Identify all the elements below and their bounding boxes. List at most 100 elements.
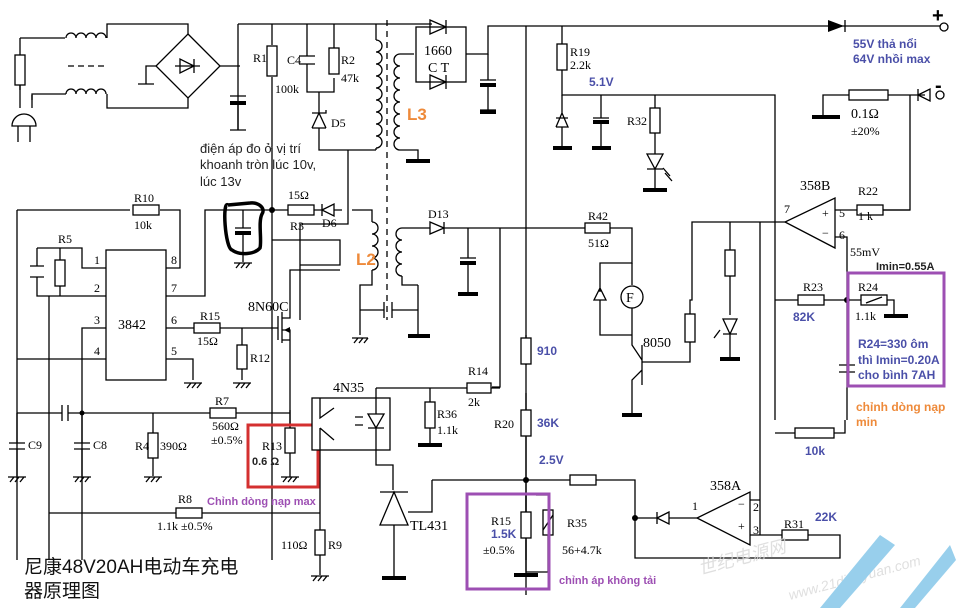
- fuse: [14, 54, 26, 86]
- R13-resistor: [284, 427, 296, 454]
- title-line2: 器原理图: [24, 581, 100, 602]
- 358A-label: 358A: [710, 479, 742, 494]
- pin-8: 8: [171, 253, 177, 267]
- positive-terminal[interactable]: [939, 22, 949, 32]
- 358A-minus: −: [738, 497, 745, 511]
- opamp-358A-triangle: [695, 490, 751, 547]
- R7-value: 560Ω: [212, 419, 239, 433]
- secondary-L3: [393, 19, 940, 560]
- R20-resistor: [520, 409, 532, 437]
- pin-7: 7: [171, 281, 177, 295]
- component-labels: R1 100k C4 R2 47k D5 1660 C T R19 2.2k R…: [28, 44, 880, 557]
- led-icon: [645, 153, 673, 188]
- ac-input-section: [11, 23, 432, 142]
- dual-diode-1660ct: [415, 26, 467, 83]
- R42-resistor: [584, 222, 611, 234]
- R9-value: 110Ω: [281, 538, 308, 552]
- choke-coil-top: [65, 32, 107, 39]
- R12-resistor: [236, 344, 248, 370]
- measure-note-line1: điện áp đo ở vị trí: [200, 141, 301, 156]
- R19-resistor: [556, 43, 568, 71]
- R3-resistor: [287, 204, 315, 216]
- R35-label: R35: [567, 516, 587, 530]
- voltage-2v5: 2.5V: [539, 453, 564, 467]
- R36-value: 1.1k: [437, 423, 458, 437]
- R1-label: R1: [253, 51, 267, 65]
- R4-resistor: [147, 432, 159, 459]
- opamp-358B-triangle: [783, 196, 836, 250]
- output-negative: [812, 87, 945, 211]
- ground-icons: [8, 476, 329, 582]
- R2-label: R2: [341, 53, 355, 67]
- output-plus-sign: +: [932, 5, 944, 27]
- R8-label: R8: [178, 492, 192, 506]
- no-load-highlight-box: [465, 492, 551, 591]
- min-current-note-line1: chỉnh dòng nạp: [856, 400, 945, 414]
- R14-value: 2k: [468, 395, 480, 409]
- 358B-pin6: 6: [839, 228, 845, 242]
- R12-label: R12: [250, 351, 270, 365]
- net-labels: L3 L2 5.1V 2.5V 55mV Imin=0.55A + -: [356, 5, 944, 467]
- 358B-label: 358B: [800, 179, 830, 194]
- R1-resistor: [266, 45, 278, 77]
- pin-3: 3: [94, 313, 100, 327]
- aux-winding-L2: [277, 209, 526, 430]
- led-icon: [713, 318, 739, 358]
- R42-value: 51Ω: [588, 236, 609, 250]
- vcc-cap-section: [223, 201, 360, 269]
- 358A-pin2: 2: [753, 500, 759, 514]
- R31-value: 22K: [815, 510, 837, 524]
- C9-label: C9: [28, 438, 42, 452]
- R10-resistor: [132, 204, 160, 216]
- 1660ct-label: 1660: [424, 44, 452, 59]
- ac-plug-icon: [11, 113, 37, 127]
- bridge-rectifier: [155, 33, 221, 99]
- R22-label: R22: [858, 184, 878, 198]
- R42-label: R42: [588, 209, 608, 223]
- R22-resistor: [856, 204, 884, 216]
- R2-value: 47k: [341, 71, 359, 85]
- 1660ct-sublabel: C T: [428, 61, 450, 76]
- R15b-tolerance: ±0.5%: [483, 543, 515, 557]
- max-current-note: Chỉnh dòng nạp max: [207, 496, 317, 508]
- R15-resistor: [520, 511, 532, 539]
- R4-value: 390Ω: [160, 439, 187, 453]
- max-current-highlight-box: [246, 423, 320, 489]
- R10-value: 10k: [134, 218, 152, 232]
- R10k-value: 10k: [805, 444, 825, 458]
- output-minus-sign: -: [935, 75, 942, 97]
- watermark-stripe: [900, 545, 956, 608]
- R24-label: R24: [858, 280, 878, 294]
- R23-label: R23: [803, 280, 823, 294]
- imin-label: Imin=0.55A: [876, 261, 934, 273]
- mosfet-8n60c: [277, 269, 340, 430]
- R1-value: 100k: [275, 82, 299, 96]
- 358B-plus: +: [822, 206, 829, 220]
- R9-resistor: [314, 529, 326, 556]
- R19-label: R19: [570, 45, 590, 59]
- R5-resistor: [54, 259, 66, 287]
- R32-resistor: [649, 107, 661, 134]
- pin-1: 1: [94, 253, 100, 267]
- led-resistor: [724, 249, 736, 277]
- R15-value: 15Ω: [197, 334, 218, 348]
- negative-terminal[interactable]: [935, 90, 945, 100]
- feedback-resistor: [569, 474, 597, 486]
- min-current-highlight-box: [846, 271, 946, 388]
- pin-6: 6: [171, 313, 177, 327]
- min-current-note-line2: min: [856, 415, 877, 429]
- C4-label: C4: [287, 53, 301, 67]
- r24-note-line3: cho bình 7AH: [858, 368, 935, 382]
- diagram-title: 尼康48V20AH电动车充电 器原理图: [24, 556, 238, 602]
- R3-label: R3: [290, 219, 304, 233]
- R910-resistor: [520, 337, 532, 365]
- title-line1: 尼康48V20AH电动车充电: [24, 556, 238, 578]
- R7-resistor: [209, 407, 237, 419]
- watermark-stripe: [820, 535, 895, 608]
- R2-resistor: [328, 47, 340, 75]
- D13-label: D13: [428, 207, 449, 221]
- optocoupler-4n35: [311, 397, 391, 451]
- R35-value: 56+4.7k: [562, 543, 602, 557]
- R7-tolerance: ±0.5%: [211, 433, 243, 447]
- voltage-55mv: 55mV: [850, 245, 880, 259]
